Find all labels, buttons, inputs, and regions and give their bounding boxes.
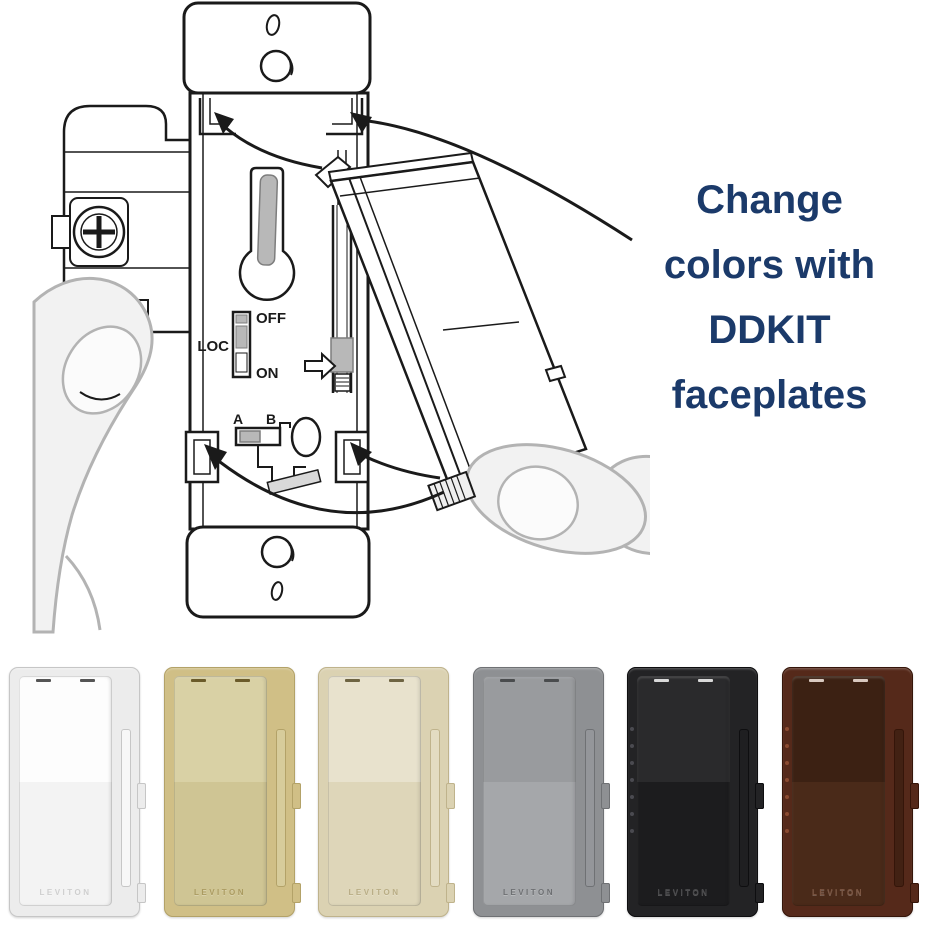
faceplate-paddle: LEVITON — [482, 676, 576, 906]
mounting-strap-top — [182, 1, 372, 95]
faceplate-swatch-ivory: LEVITON — [154, 645, 309, 925]
installation-diagram: OFF LOC ON A B — [32, 1, 650, 634]
led-indicators — [784, 727, 789, 833]
faceplate-side-tab — [291, 883, 301, 903]
press-here-arrow-icon — [304, 351, 337, 381]
label-a: A — [233, 411, 243, 427]
removable-faceplate — [314, 151, 588, 494]
attach-arrows — [204, 112, 633, 515]
paddle-notch — [389, 679, 404, 682]
faceplate-color-row: LEVITON LEVITON — [0, 645, 927, 925]
leviton-logo: LEVITON — [657, 888, 710, 897]
faceplate-paddle: LEVITON — [791, 676, 885, 906]
dimmer-slider — [275, 729, 286, 887]
fingernail — [497, 465, 579, 541]
headline-line-2: colors with — [663, 243, 876, 287]
lock-slider: OFF LOC ON — [197, 310, 286, 382]
headline-line-3: DDKIT — [708, 308, 831, 352]
faceplate-side-tab — [600, 883, 610, 903]
paddle-notch — [499, 679, 515, 682]
faceplate-side-tab — [137, 783, 146, 809]
thumbnail — [61, 325, 143, 415]
faceplate-paddle: LEVITON — [173, 676, 267, 906]
faceplate-side-tab — [291, 783, 301, 809]
faceplate-frame: LEVITON — [163, 667, 301, 917]
paddle-notch — [36, 679, 51, 682]
faceplate-side-tab — [755, 883, 764, 903]
faceplate-frame: LEVITON — [472, 667, 610, 917]
faceplate-paddle: LEVITON — [328, 676, 421, 906]
headline-line-4: faceplates — [671, 373, 868, 417]
paddle-notch — [190, 679, 206, 682]
instruction-section: OFF LOC ON A B — [32, 1, 917, 634]
dimmer-slider — [739, 729, 749, 887]
dimmer-slider — [430, 729, 440, 887]
led-indicators — [630, 727, 634, 833]
mounting-strap-bottom — [185, 525, 371, 619]
faceplate-side-tab — [446, 783, 455, 809]
label-on: ON — [256, 365, 279, 382]
faceplate-frame: LEVITON — [9, 667, 146, 917]
paddle-notch — [698, 679, 713, 682]
label-b: B — [266, 411, 276, 427]
faceplate-side-tab — [755, 783, 764, 809]
faceplate-side-tab — [909, 883, 919, 903]
faceplate-swatch-white: LEVITON — [0, 645, 155, 925]
headline: Change colors with DDKIT faceplates — [622, 168, 917, 428]
paddle-notch — [234, 679, 250, 682]
leviton-logo: LEVITON — [811, 888, 865, 897]
faceplate-side-tab — [137, 883, 146, 903]
paddle-notch — [852, 679, 868, 682]
faceplate-swatch-light-almond: LEVITON — [309, 645, 464, 925]
faceplate-frame: LEVITON — [627, 667, 764, 917]
faceplate-frame: LEVITON — [318, 667, 455, 917]
faceplate-paddle: LEVITON — [19, 676, 112, 906]
headline-line-1: Change — [696, 178, 843, 222]
paddle-notch — [80, 679, 95, 682]
hand-thumb — [32, 277, 154, 634]
faceplate-side-tab — [446, 883, 455, 903]
faceplate-side-tab — [600, 783, 610, 809]
faceplate-frame: LEVITON — [781, 667, 919, 917]
toggle-slot — [238, 166, 296, 301]
faceplate-swatch-black: LEVITON — [618, 645, 773, 925]
dimmer-side-view — [51, 104, 192, 334]
label-loc: LOC — [197, 338, 229, 355]
leviton-logo: LEVITON — [39, 888, 92, 897]
dimmer-slider-rail — [304, 150, 354, 393]
leviton-logo: LEVITON — [348, 888, 401, 897]
faceplate-side-tab — [909, 783, 919, 809]
leviton-logo: LEVITON — [193, 888, 247, 897]
dimmer-slider — [121, 729, 131, 887]
paddle-notch — [654, 679, 669, 682]
paddle-notch — [808, 679, 824, 682]
paddle-notch — [543, 679, 559, 682]
dimmer-slider — [893, 729, 904, 887]
label-off: OFF — [256, 310, 286, 327]
bottom-clips — [184, 430, 370, 484]
ab-selector: A B — [233, 411, 322, 496]
hand-fingers — [464, 443, 650, 556]
faceplate-swatch-gray: LEVITON — [463, 645, 618, 925]
faceplate-paddle: LEVITON — [637, 676, 730, 906]
paddle-notch — [345, 679, 360, 682]
dimmer-slider — [584, 729, 595, 887]
leviton-logo: LEVITON — [502, 888, 556, 897]
faceplate-swatch-brown: LEVITON — [772, 645, 927, 925]
